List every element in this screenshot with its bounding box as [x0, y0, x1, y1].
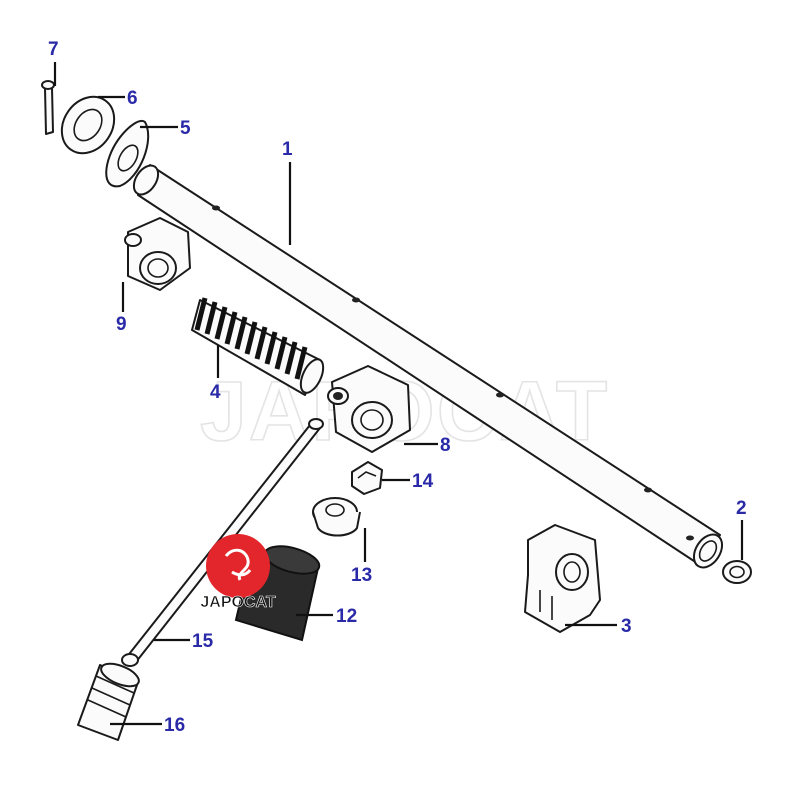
callout-15: 15 [192, 631, 214, 652]
callout-8: 8 [440, 435, 451, 456]
part-6-washer [60, 95, 116, 155]
callout-5: 5 [180, 118, 191, 139]
japocat-logo: JAPOCAT [200, 534, 276, 611]
callout-9: 9 [116, 314, 127, 335]
callout-12: 12 [336, 606, 357, 627]
callout-16: 16 [164, 715, 185, 736]
callout-labels: 7 6 5 1 9 4 8 14 13 2 3 12 15 16 [48, 39, 747, 736]
callout-13: 13 [351, 565, 372, 586]
callout-6: 6 [127, 88, 138, 109]
callout-4: 4 [210, 382, 221, 403]
part-8-yoke [327, 365, 411, 453]
part-3-bracket [524, 524, 601, 633]
part-5-seal [105, 120, 150, 188]
part-1-shaft [132, 164, 724, 569]
part-2-washer [722, 560, 752, 584]
logo-text: JAPOCAT [200, 594, 275, 611]
part-4-spring [191, 297, 325, 396]
callout-2: 2 [736, 498, 747, 519]
callout-1: 1 [282, 139, 293, 160]
leader-lines [53, 62, 744, 726]
part-16-cap [77, 662, 140, 741]
part-9-yoke [124, 217, 191, 291]
part-7-pin [41, 80, 55, 135]
part-14-nut [351, 461, 383, 495]
callout-14: 14 [412, 471, 434, 492]
logo-badge [206, 534, 270, 598]
callout-7: 7 [48, 39, 59, 60]
part-13-mount [312, 497, 361, 537]
callout-3: 3 [621, 616, 632, 637]
